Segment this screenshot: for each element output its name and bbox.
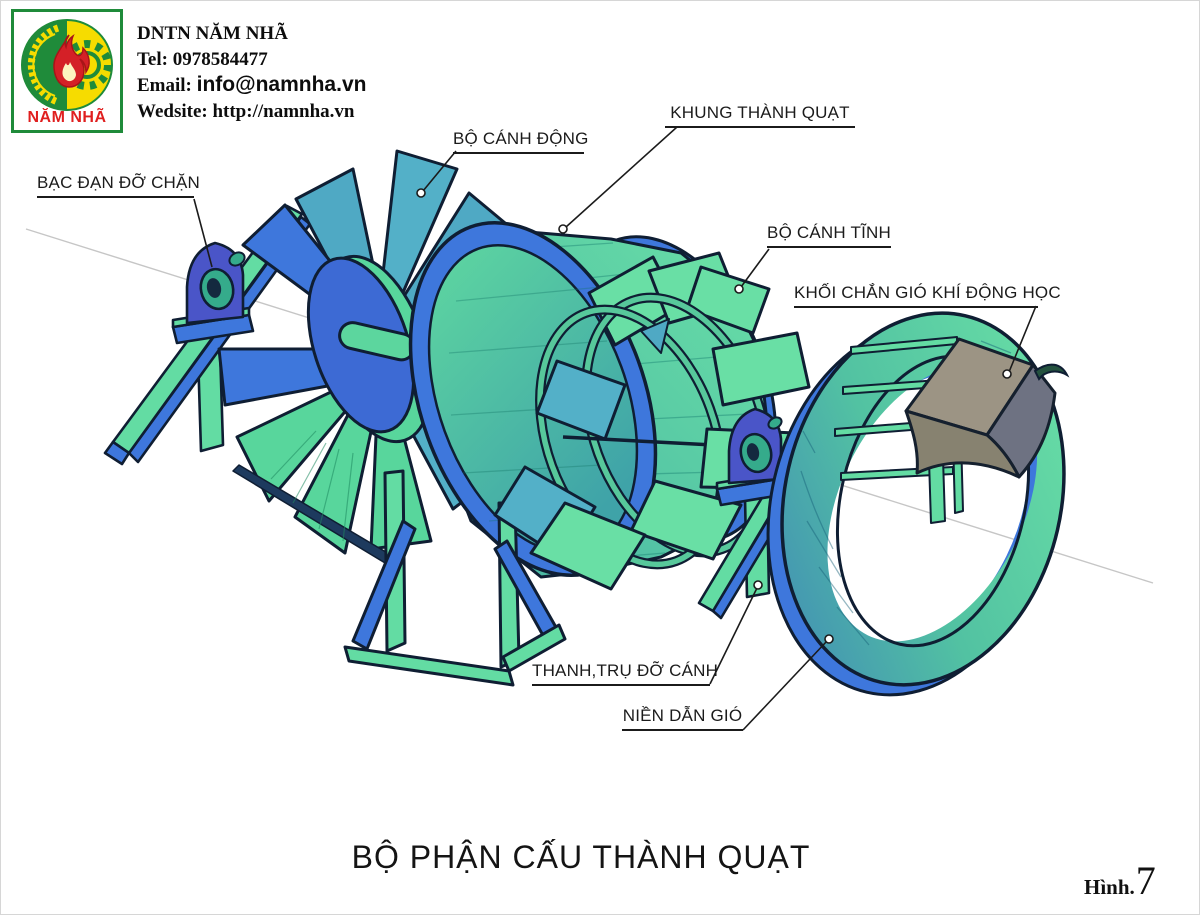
label-wind-ring: NIỀN DẪN GIÓ bbox=[622, 706, 743, 731]
leader-stator bbox=[740, 248, 770, 288]
ring-clip-hook bbox=[1033, 363, 1070, 381]
company-info: DNTN NĂM NHÃ Tel: 0978584477 Email: info… bbox=[137, 21, 366, 125]
company-name: DNTN NĂM NHÃ bbox=[137, 23, 288, 44]
label-bearing: BẠC ĐẠN ĐỠ CHẶN bbox=[37, 173, 200, 198]
email-value: info@namnha.vn bbox=[196, 73, 367, 96]
label-rotor-blades: BỘ CÁNH ĐỘNG bbox=[453, 129, 588, 154]
company-logo bbox=[11, 9, 123, 133]
label-fan-frame: KHUNG THÀNH QUẠT bbox=[665, 103, 855, 128]
company-website: Wedsite: http://namnha.vn bbox=[137, 101, 355, 122]
logo-text: NĂM NHÃ bbox=[27, 109, 107, 126]
company-tel: Tel: 0978584477 bbox=[137, 49, 268, 70]
aero-wind-block bbox=[904, 337, 1057, 479]
figure-label: Hình. bbox=[1084, 875, 1135, 899]
leader-lines bbox=[193, 126, 1037, 731]
bearing-left bbox=[171, 241, 255, 345]
company-email: Email: info@namnha.vn bbox=[137, 73, 366, 99]
wind-guide-ring bbox=[766, 311, 1070, 697]
leader-frame bbox=[565, 126, 678, 228]
email-label: Email: bbox=[137, 75, 192, 96]
leader-wind-block bbox=[1008, 305, 1037, 373]
leader-rotor bbox=[422, 150, 457, 192]
label-blade-support: THANH,TRỤ ĐỠ CÁNH bbox=[532, 661, 718, 686]
label-wind-block: KHỐI CHẮN GIÓ KHÍ ĐỘNG HỌC bbox=[794, 283, 1061, 308]
figure-number: 7 bbox=[1135, 858, 1156, 903]
figure-title: BỘ PHẬN CẤU THÀNH QUẠT bbox=[351, 839, 811, 875]
rotor-blade-streaks bbox=[270, 430, 354, 542]
leader-ring bbox=[742, 640, 828, 731]
figure-tag: Hình. 7 bbox=[1084, 857, 1196, 904]
wheat-arc bbox=[27, 24, 60, 106]
leader-bearing bbox=[193, 198, 213, 268]
logo-emblem bbox=[11, 9, 123, 133]
leader-support bbox=[709, 587, 758, 685]
label-stator-blades: BỘ CÁNH TĨNH bbox=[767, 223, 891, 248]
stator-assembly bbox=[493, 251, 811, 591]
drum-stand bbox=[343, 469, 567, 687]
